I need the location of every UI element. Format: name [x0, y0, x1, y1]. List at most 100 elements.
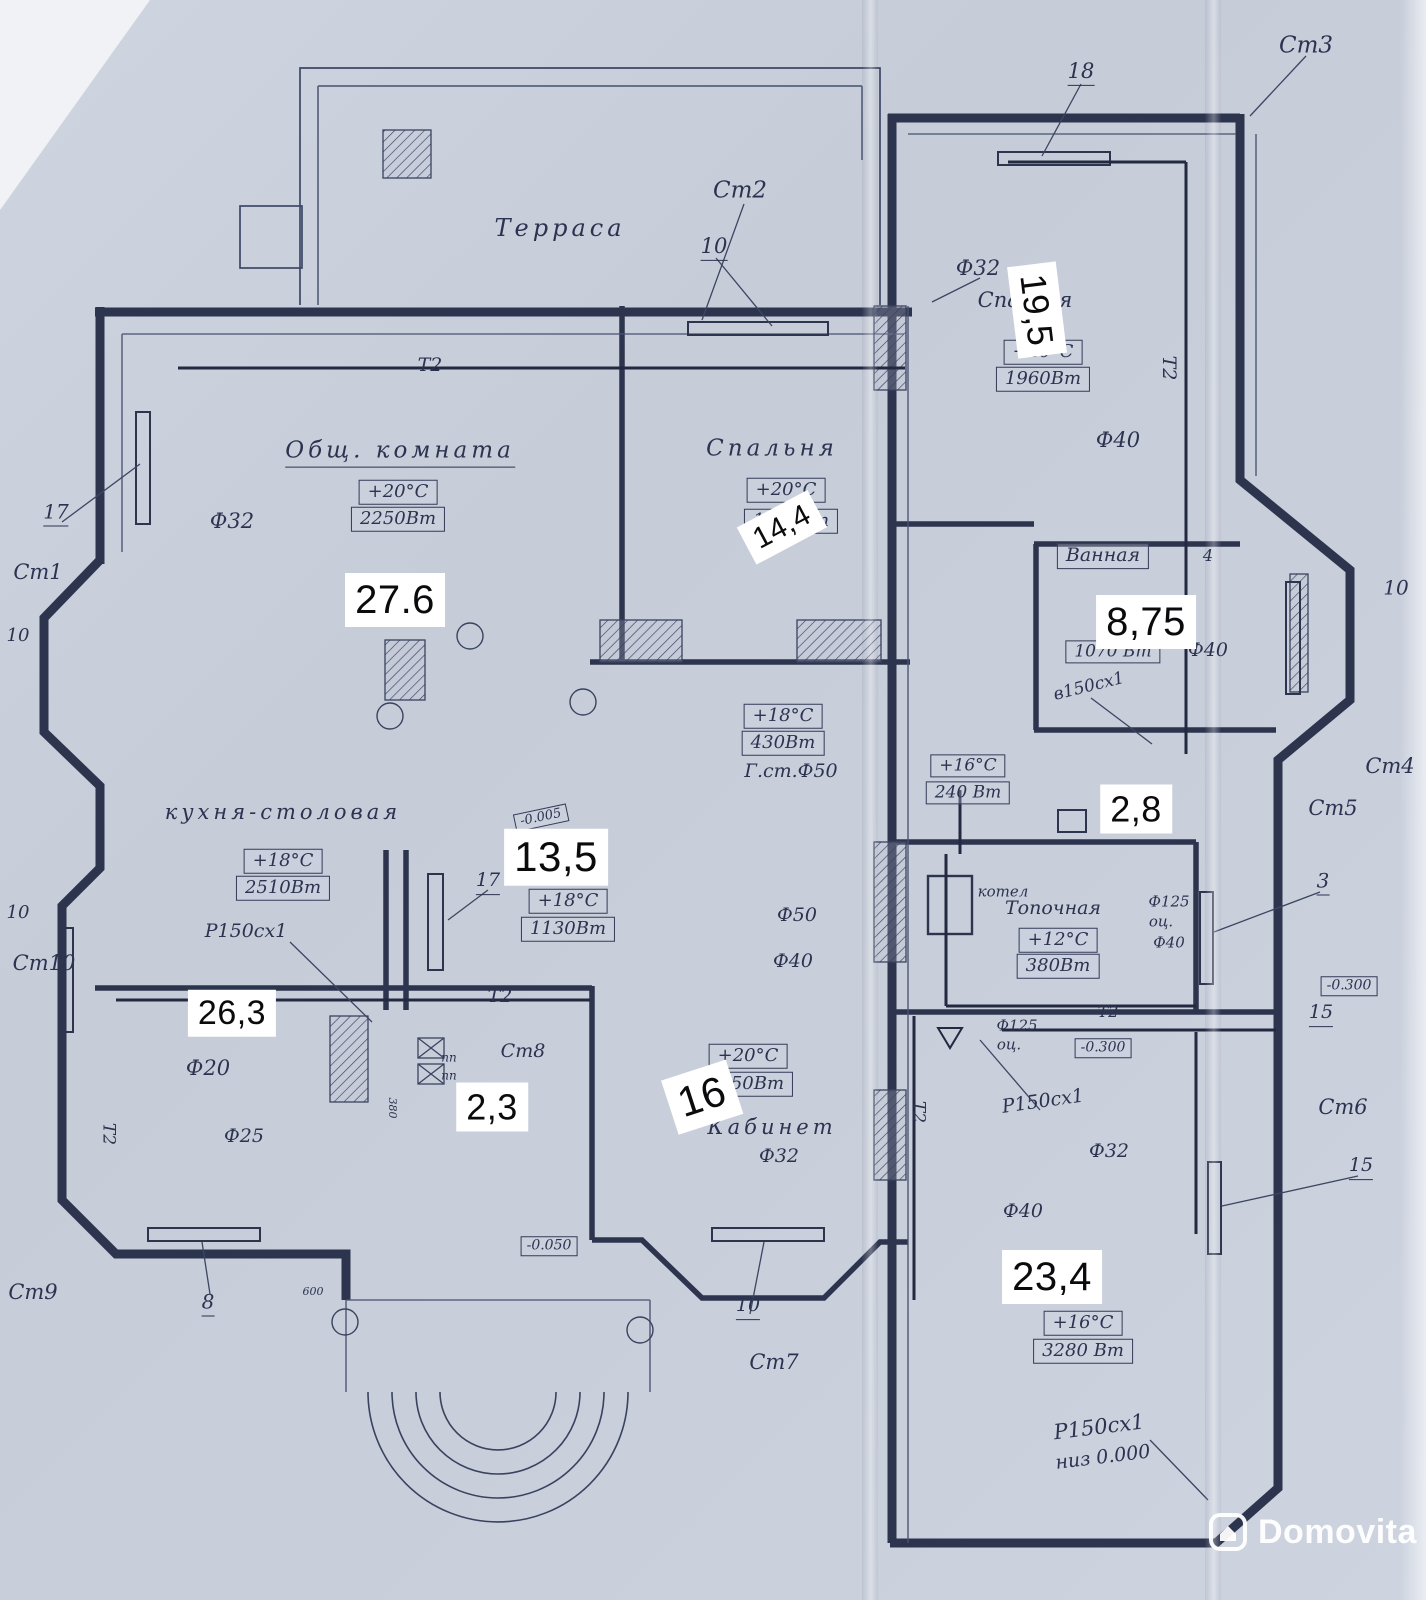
pipe-diameter: Ф20: [185, 1055, 231, 1080]
pipe-diameter: Ф125: [996, 1016, 1038, 1035]
boiler-tag: котел: [977, 882, 1029, 901]
watermark: Domovita: [1208, 1512, 1417, 1552]
terrace-outline: [239, 67, 881, 305]
watt-label-garage: 3280 Вт: [1033, 1338, 1133, 1364]
main-riser-tag: Г.ст.Ф50: [744, 760, 838, 783]
radiator-count: 15: [1348, 1154, 1374, 1180]
pipe-diameter: Ф50: [777, 904, 817, 927]
kitchen-stove: [417, 1037, 445, 1085]
watt-label-hall: 430Вт: [741, 730, 825, 756]
hatched-walls: [329, 129, 1309, 1181]
radiator-count: 10: [6, 624, 30, 646]
note-text: пп: [441, 1050, 457, 1065]
watt-label-boiler: 380Вт: [1016, 953, 1100, 979]
temp-label-corridor: +16°С: [930, 754, 1006, 778]
temp-label-boiler: +12°С: [1018, 927, 1098, 953]
area-overlay-garage: 23,4: [1002, 1250, 1102, 1304]
pipe-tag: Т2: [417, 354, 443, 377]
heating-pipes: [116, 160, 1276, 1300]
riser-label-st9: Ст9: [8, 1279, 58, 1304]
riser-label-st1: Ст1: [13, 559, 63, 584]
area-overlay-kitchen: 26,3: [187, 989, 277, 1037]
temp-label-kitchen2: +18°С: [528, 888, 608, 914]
temp-label-hall: +18°С: [743, 703, 823, 729]
riser-label-st4: Ст4: [1365, 753, 1415, 778]
note-text: пп: [441, 1068, 457, 1083]
room-label-kitchen: кухня-столовая: [164, 799, 402, 824]
watt-label-living: 2250Вт: [350, 506, 446, 532]
pipe-tag: Т2: [1097, 1002, 1119, 1021]
room-label-boiler: Топочная: [1004, 897, 1102, 920]
level-note: низ 0.000: [1054, 1440, 1152, 1474]
pipe-tag: Т2: [487, 985, 513, 1008]
boiler-unit: [926, 874, 974, 936]
channel-tag: в150сх1: [1051, 667, 1127, 705]
level-mark: -0.300: [1320, 976, 1378, 996]
pipe-diameter: Ф40: [1003, 1200, 1043, 1223]
temp-label-bedroom: +20°С: [746, 477, 826, 503]
room-label-living: Общ. комната: [285, 437, 515, 468]
domovita-logo-icon: [1208, 1512, 1248, 1552]
level-mark: -0.050: [520, 1236, 578, 1256]
note-text: оц.: [1148, 912, 1174, 931]
channel-tag: Р150сх1: [1052, 1409, 1146, 1445]
room-label-cabinet: Кабинет: [707, 1114, 837, 1139]
pipe-diameter: Ф125: [1148, 892, 1190, 911]
radiators: [59, 151, 1301, 1255]
radiator-count: 17: [475, 869, 501, 895]
dimension: 380: [385, 1097, 399, 1119]
temp-label-garage: +16°С: [1043, 1310, 1123, 1336]
riser-label-st10: Ст10: [12, 950, 76, 975]
channel-tag: Р150сх1: [204, 920, 288, 943]
radiator-count: 18: [1067, 58, 1095, 87]
channel-tag: Р150сх1: [1000, 1084, 1086, 1118]
radiator-count: 8: [201, 1290, 215, 1317]
riser-label-st3: Ст3: [1278, 32, 1334, 59]
watt-label-kitchen2: 1130Вт: [520, 916, 616, 942]
pipe-diameter: Ф32: [1089, 1140, 1129, 1163]
scan-edge: [1400, 0, 1426, 1600]
drain-valve-icon: [936, 1027, 964, 1050]
radiator-count: 17: [43, 500, 69, 527]
note-number: 4: [1202, 546, 1214, 565]
radiator-count: 10: [1383, 575, 1409, 600]
watt-label-kitchen: 2510Вт: [235, 875, 331, 901]
area-overlay-living: 27.6: [345, 573, 445, 627]
riser-label-st7: Ст7: [749, 1349, 799, 1374]
pipe-diameter: Ф25: [224, 1125, 264, 1148]
riser-label-st5: Ст5: [1308, 795, 1358, 820]
area-overlay-pantry: 2,3: [456, 1082, 528, 1132]
radiator-count: 3: [1316, 869, 1330, 896]
pipe-diameter: Ф32: [759, 1145, 799, 1168]
area-overlay-bath: 8,75: [1096, 595, 1196, 649]
riser-label-st2: Ст2: [712, 177, 768, 204]
temp-label-kitchen: +18°С: [243, 848, 323, 874]
radiator-count: 10: [700, 233, 728, 262]
area-overlay-kitchen2: 13,5: [504, 828, 608, 886]
pipe-diameter: Ф40: [1095, 427, 1141, 452]
temp-label-living: +20°С: [358, 479, 438, 505]
pipe-tag: Т2: [98, 1122, 119, 1146]
watt-label-corridor: 240 Вт: [925, 781, 1011, 805]
riser-label-st6: Ст6: [1318, 1094, 1368, 1119]
radiator-count: 15: [1308, 1001, 1334, 1027]
room-label-terrace: Терраса: [494, 214, 626, 242]
room-label-bedroom: Спальня: [706, 435, 838, 462]
pipe-tag: Т2: [1157, 355, 1180, 381]
pipe-diameter: Ф40: [1153, 933, 1185, 952]
riser-label-st8: Ст8: [500, 1040, 546, 1063]
pipe-diameter: Ф40: [1188, 639, 1228, 662]
radiator-count: 10: [735, 1294, 761, 1320]
pipe-tag: Т2: [908, 1100, 929, 1124]
level-mark: -0.300: [1074, 1038, 1132, 1058]
leader-lines: [61, 55, 1359, 1501]
axis-bubbles: [331, 622, 654, 1344]
area-overlay-bedroom2: 19,5: [1007, 261, 1067, 359]
note-text: оц.: [996, 1035, 1022, 1054]
temp-label-cabinet: +20°С: [708, 1043, 788, 1069]
pipe-diameter: Ф32: [955, 255, 1001, 280]
watermark-brand: Domovita: [1258, 1512, 1417, 1551]
watt-label-bedroom2: 1960Вт: [995, 366, 1091, 392]
